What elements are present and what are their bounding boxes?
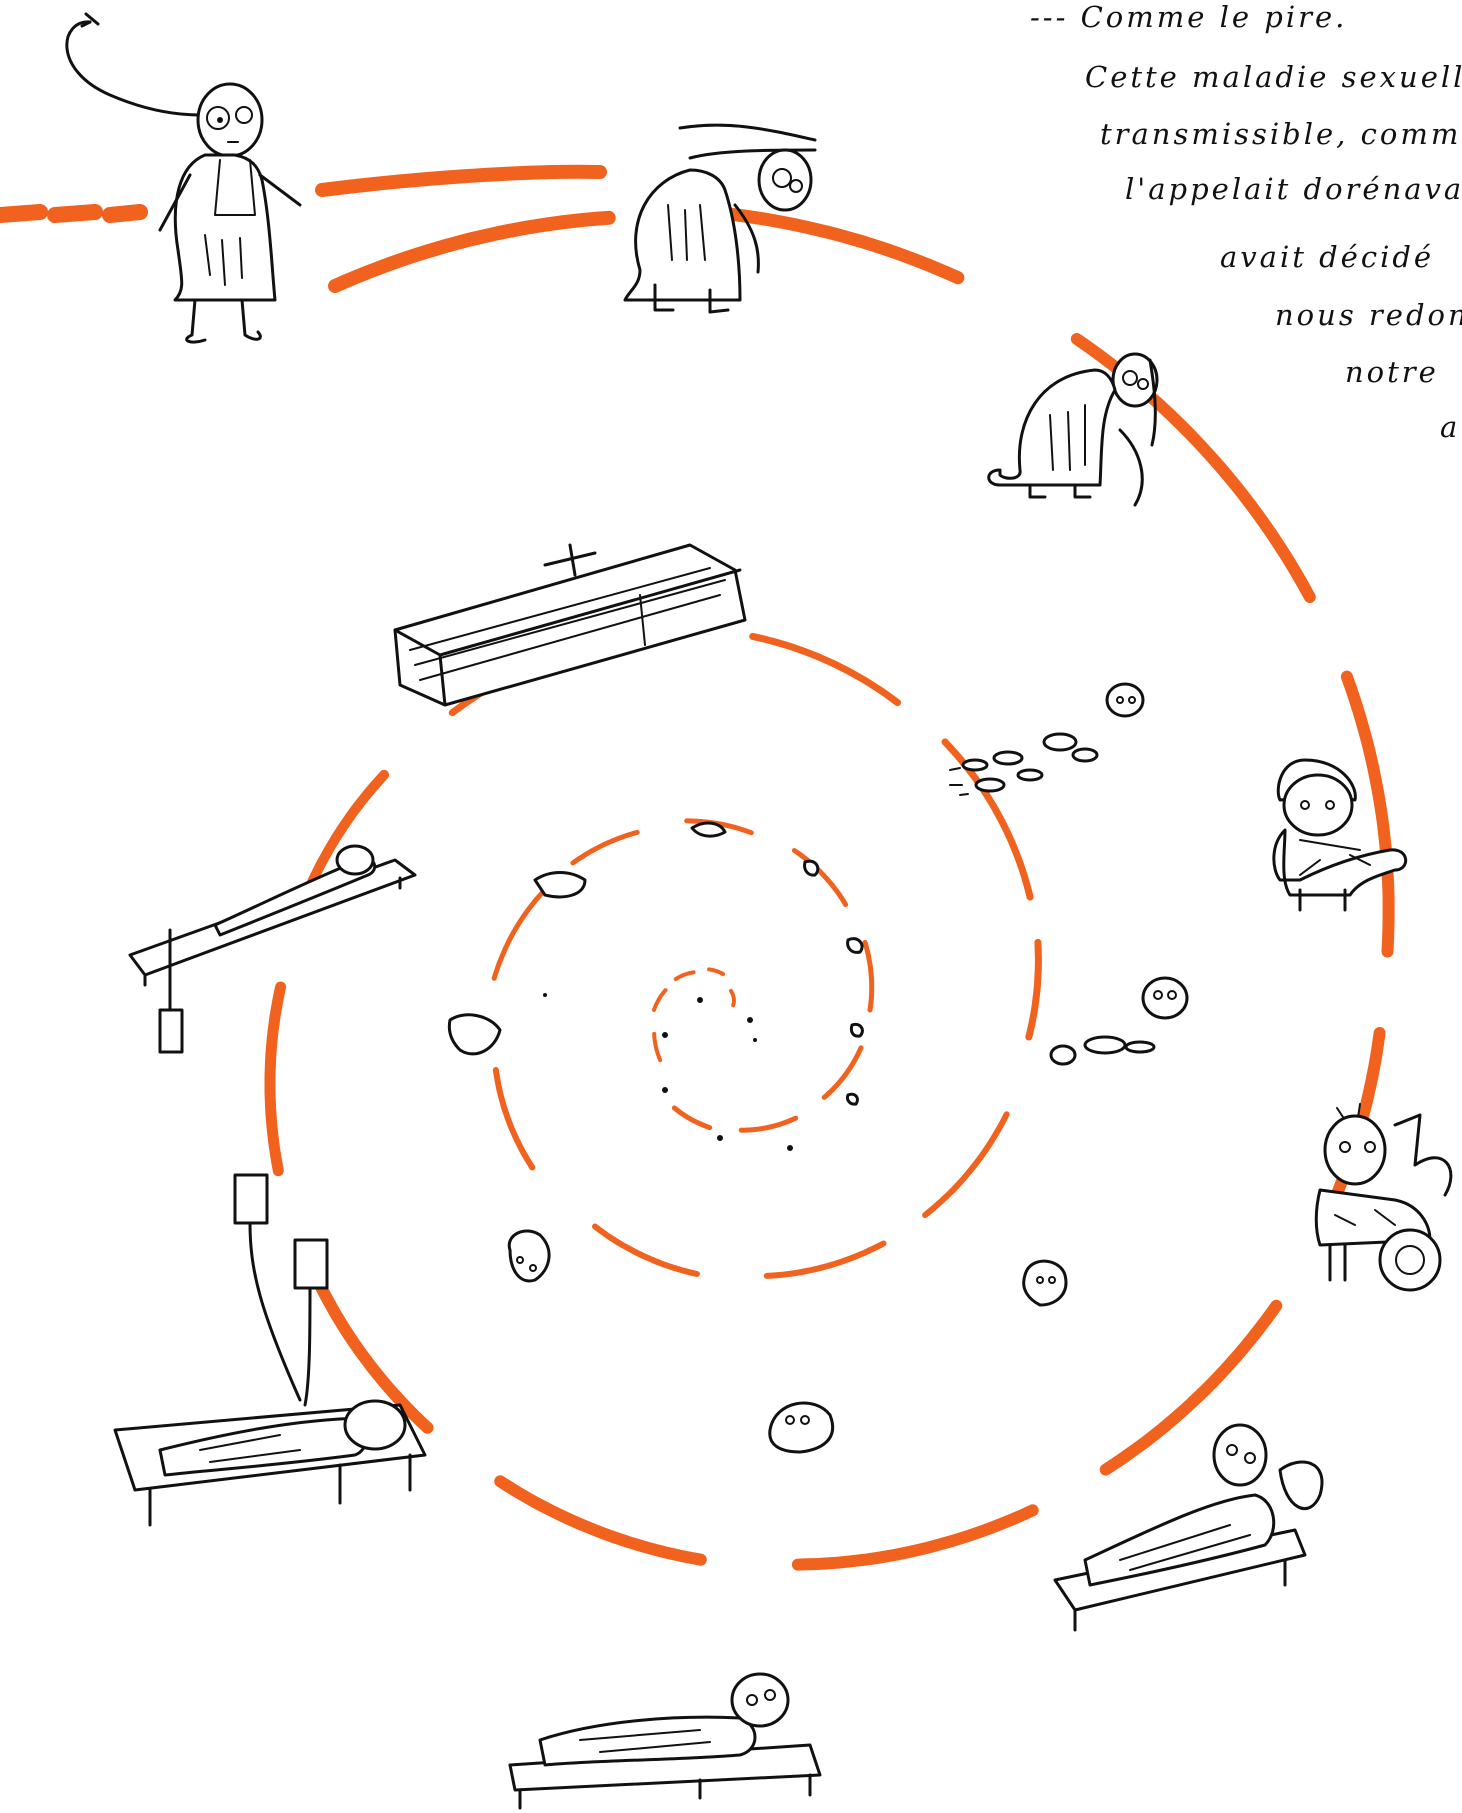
handwritten-line-4: l'appelait dorénavan — [1125, 172, 1462, 206]
spiral-segment — [654, 990, 666, 1010]
spiral-segment — [573, 832, 637, 863]
spiral-segment — [595, 1227, 697, 1275]
spiral-segment — [494, 888, 546, 978]
skull-and-bone-fragments — [1051, 978, 1187, 1064]
spiral-segment — [322, 172, 600, 190]
spiral-segment — [500, 1481, 701, 1559]
woman-in-wheelchair — [1316, 1104, 1451, 1290]
handwritten-line-3: transmissible, comme o — [1100, 117, 1462, 151]
spiral-segment — [925, 1114, 1007, 1215]
patient-on-bed-with-drip-bags — [115, 1175, 425, 1525]
handwritten-line-8: a — [1440, 410, 1460, 444]
spiral-segment — [496, 1070, 532, 1168]
spiral-segment — [1029, 942, 1039, 1037]
handwritten-line-2: Cette maladie sexuell — [1085, 60, 1462, 94]
spiral-segment — [270, 987, 281, 1171]
spiral-segment — [741, 1118, 796, 1130]
spiral-segment — [824, 1048, 861, 1098]
woman-hunched-with-cane — [989, 354, 1157, 505]
handwritten-line-5: avait décidé — [1220, 240, 1434, 274]
bone-fragments — [449, 823, 862, 1104]
orange-spiral — [0, 172, 1389, 1565]
spiral-segment — [731, 991, 734, 1005]
handwritten-line-1: --- Comme le pire. — [1030, 0, 1347, 34]
spiral-segment — [674, 1108, 709, 1128]
spiral-segment — [676, 972, 694, 979]
spiral-segment — [865, 942, 872, 1010]
handwritten-line-6: nous redonne — [1275, 298, 1462, 332]
spiral-segment — [709, 969, 723, 974]
handwritten-line-7: notre — [1345, 355, 1439, 389]
woman-lying-on-bed — [510, 1674, 820, 1808]
spiral-segment — [335, 218, 609, 286]
spiral-lead-dash — [55, 212, 95, 215]
spiral-segment — [1347, 677, 1389, 952]
spiral-lead-dash — [0, 212, 40, 215]
coffin — [395, 545, 745, 705]
spiral-segment — [767, 1244, 884, 1276]
spiral-segment — [798, 1510, 1033, 1564]
skull-fragment — [509, 1231, 1066, 1452]
spiral-segment — [753, 636, 898, 702]
woman-walking-hair-blowing — [67, 14, 300, 342]
spiral-segment — [794, 851, 845, 905]
spiral-segment — [654, 1034, 660, 1060]
spiral-lead-dash — [110, 212, 140, 215]
woman-resting-on-daybed — [1055, 1425, 1322, 1630]
